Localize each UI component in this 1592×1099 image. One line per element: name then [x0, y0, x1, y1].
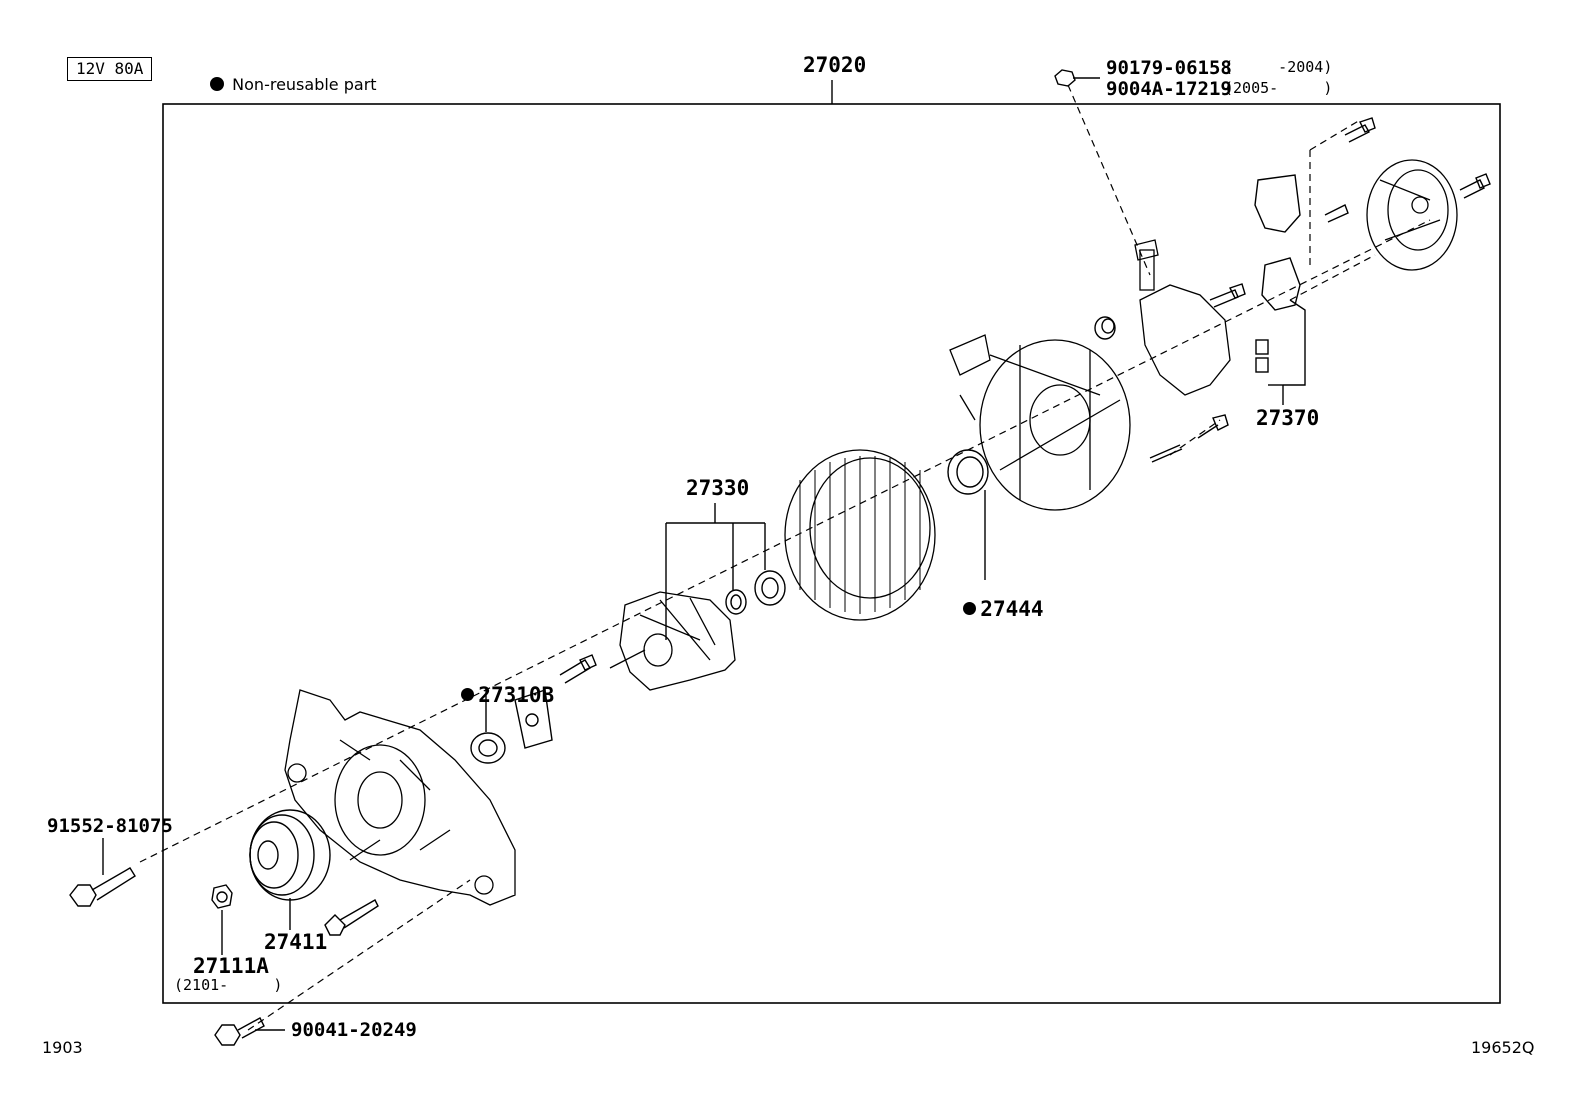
- callout-nut-b[interactable]: 9004A-17219: [1106, 78, 1232, 100]
- callout-bolt-bottom[interactable]: 90041-20249: [291, 1019, 417, 1041]
- legend: Non-reusable part: [200, 61, 377, 93]
- bottom-bolt-part: [214, 1017, 265, 1046]
- rectifier-screw: [1209, 283, 1246, 308]
- rotor-bearing: [754, 570, 786, 606]
- retainer-plate: [514, 654, 597, 749]
- callout-27310B-text: 27310B: [478, 683, 555, 707]
- cover-axis-c: [1309, 119, 1361, 151]
- pulley-nut-range: (2101- ): [174, 976, 283, 994]
- nut-b-range: (2005- ): [1224, 79, 1333, 97]
- rotor-part: [609, 591, 736, 691]
- top-screw-b: [1344, 117, 1376, 143]
- callout-27020[interactable]: 27020: [803, 53, 867, 77]
- top-nut-axis: [1067, 84, 1151, 276]
- stator-part: [784, 449, 936, 621]
- bearing-part: [470, 732, 506, 764]
- rotor-washer: [725, 589, 747, 615]
- cover-screw: [1459, 173, 1491, 199]
- callout-27444[interactable]: 27444: [938, 578, 1044, 620]
- callout-27310B[interactable]: 27310B: [436, 664, 554, 706]
- seal-ring-part: [947, 449, 989, 495]
- footer-left-code: 1903: [42, 1038, 83, 1057]
- callout-27111A[interactable]: 27111A: [193, 954, 269, 978]
- callout-27411[interactable]: 27411: [264, 930, 328, 954]
- rectifier-screw-lower: [1197, 414, 1229, 439]
- rectifier-part: [1134, 239, 1231, 396]
- top-nut-part: [1054, 69, 1076, 87]
- callout-27330[interactable]: 27330: [686, 476, 750, 500]
- assembly-frame: [162, 103, 1501, 1004]
- callout-27370[interactable]: 27370: [1256, 406, 1320, 430]
- non-reusable-dot-icon: [461, 687, 475, 701]
- nut-a-range: ( -2004): [1224, 58, 1333, 76]
- callout-nut-a[interactable]: 90179-06158: [1106, 57, 1232, 79]
- bolt-axis-line: [247, 879, 471, 1031]
- stud-axis: [1169, 419, 1221, 456]
- non-reusable-dot-icon: [963, 601, 977, 615]
- cover-axis-a: [1289, 254, 1376, 301]
- front-housing: [284, 689, 516, 906]
- non-reusable-dot-icon: [210, 76, 225, 91]
- rear-housing: [949, 334, 1131, 511]
- callout-27444-text: 27444: [980, 597, 1044, 621]
- terminal-bracket: [1254, 174, 1301, 233]
- pulley-nut-part: [211, 884, 233, 909]
- top-screw-a: [1324, 204, 1349, 223]
- spec-badge: 12V 80A: [67, 57, 153, 81]
- legend-text: Non-reusable part: [232, 75, 377, 94]
- stud-bolt-part: [1149, 444, 1183, 463]
- front-bolt-part: [69, 867, 136, 907]
- footer-right-code: 19652Q: [1471, 1038, 1535, 1057]
- brush-leader: [1283, 299, 1306, 386]
- callout-bolt-front[interactable]: 91552-81075: [47, 815, 173, 837]
- small-screw-part: [324, 899, 379, 936]
- rear-cover-part: [1366, 159, 1458, 271]
- brush-holder-part: [1255, 257, 1301, 373]
- pulley-part: [249, 809, 331, 901]
- bushing-part: [1094, 316, 1116, 340]
